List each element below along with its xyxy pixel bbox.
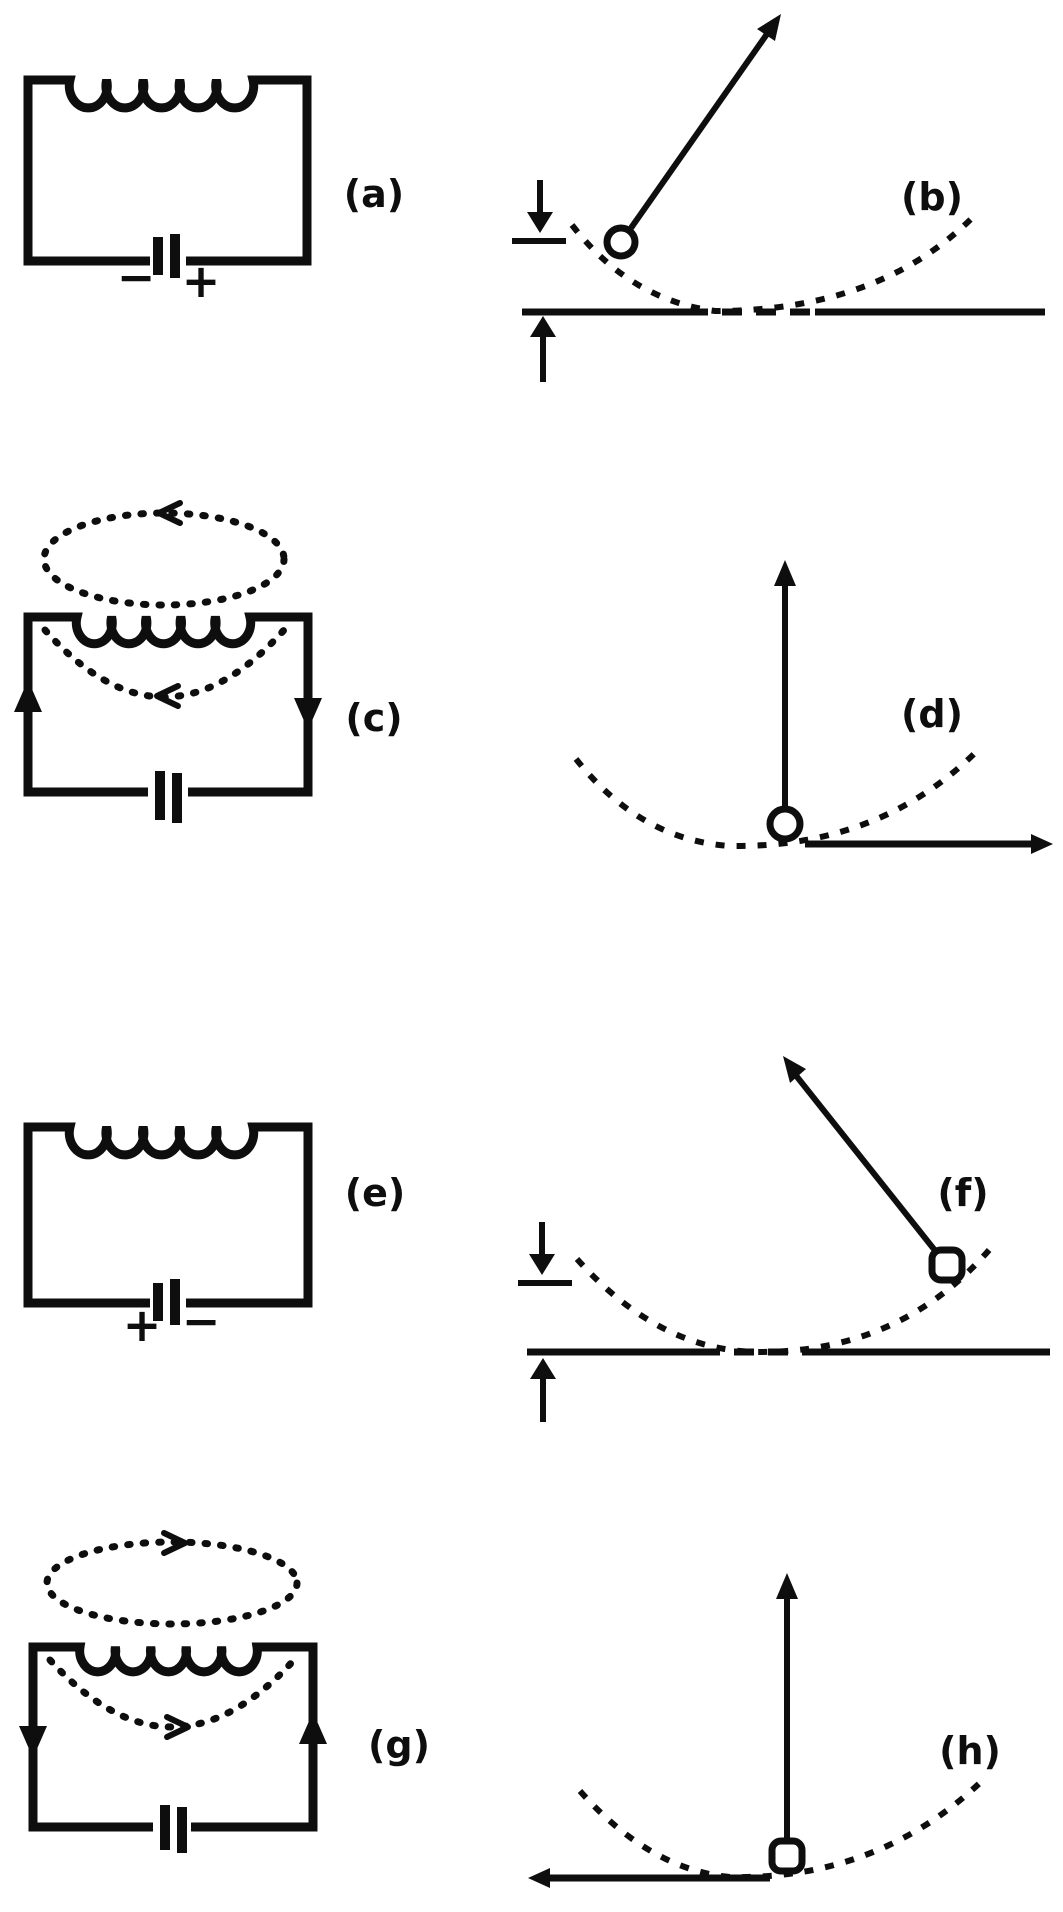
current-arrow-down-right-wire [294,698,322,730]
pendulum-bob [766,805,804,843]
current-arrow-up-right-wire [299,1712,327,1744]
panel-a-circuit: − + (a) [23,75,404,308]
ground-up-arrowhead [530,316,556,337]
panel-label: (e) [345,1171,406,1215]
velocity-arrowhead-right [1031,834,1053,854]
rod-tip-arrowhead [783,1056,806,1083]
panel-d-pendulum: (d) [573,560,1053,854]
capacitor-sign-left: − [117,250,156,304]
field-line-arc [46,1656,298,1731]
capacitor-sign-right: − [182,1294,221,1348]
swing-arc [573,747,981,850]
panel-label: (b) [901,175,963,219]
field-line-ellipse [40,509,288,609]
field-line-ellipse [43,1538,301,1628]
ground-up-arrowhead [530,1358,556,1379]
pendulum-rod [628,22,777,230]
field-arrow-left-bottom [154,683,181,709]
current-arrow-down-left-wire [19,1726,47,1758]
field-arrow-left-top [156,500,183,526]
panel-b-pendulum: (b) [512,14,1045,382]
panel-h-pendulum: (h) [528,1573,1001,1888]
pendulum-bob [603,224,639,260]
rod-tip-arrowhead [774,560,796,586]
height-down-arrowhead [529,1254,555,1275]
field-arrow-right-bottom [164,1714,191,1740]
panel-f-pendulum: (f) [518,1056,1050,1422]
panel-label: (d) [901,692,963,736]
field-arrow-right-top [161,1530,188,1556]
rod-tip-arrowhead [776,1573,798,1599]
current-arrow-up-left-wire [14,680,42,712]
panel-g-circuit: (g) [19,1530,430,1853]
swing-arc [574,1241,998,1356]
rod-tip-arrowhead [757,14,781,41]
capacitor-sign-right: + [182,254,221,308]
swing-arc [577,1775,988,1881]
circuit-wire-and-inductor [28,1642,318,1832]
panel-label: (a) [344,172,404,216]
pendulum-bob [768,1837,806,1875]
panel-label: (c) [345,696,402,740]
height-down-arrowhead [527,212,553,233]
circuit-wire-and-inductor [23,75,312,266]
panel-label: (g) [368,1723,430,1767]
panel-label: (f) [937,1171,988,1215]
pendulum-rod [787,1066,940,1255]
panel-c-circuit: (c) [14,500,403,823]
capacitor-sign-left: + [123,1298,162,1352]
circuit-wire-and-inductor [23,612,313,797]
circuit-wire-and-inductor [23,1122,313,1308]
pendulum-bob [928,1246,966,1284]
velocity-arrowhead-left [528,1868,550,1888]
panel-e-circuit: + − (e) [23,1122,406,1352]
panel-label: (h) [939,1729,1001,1773]
